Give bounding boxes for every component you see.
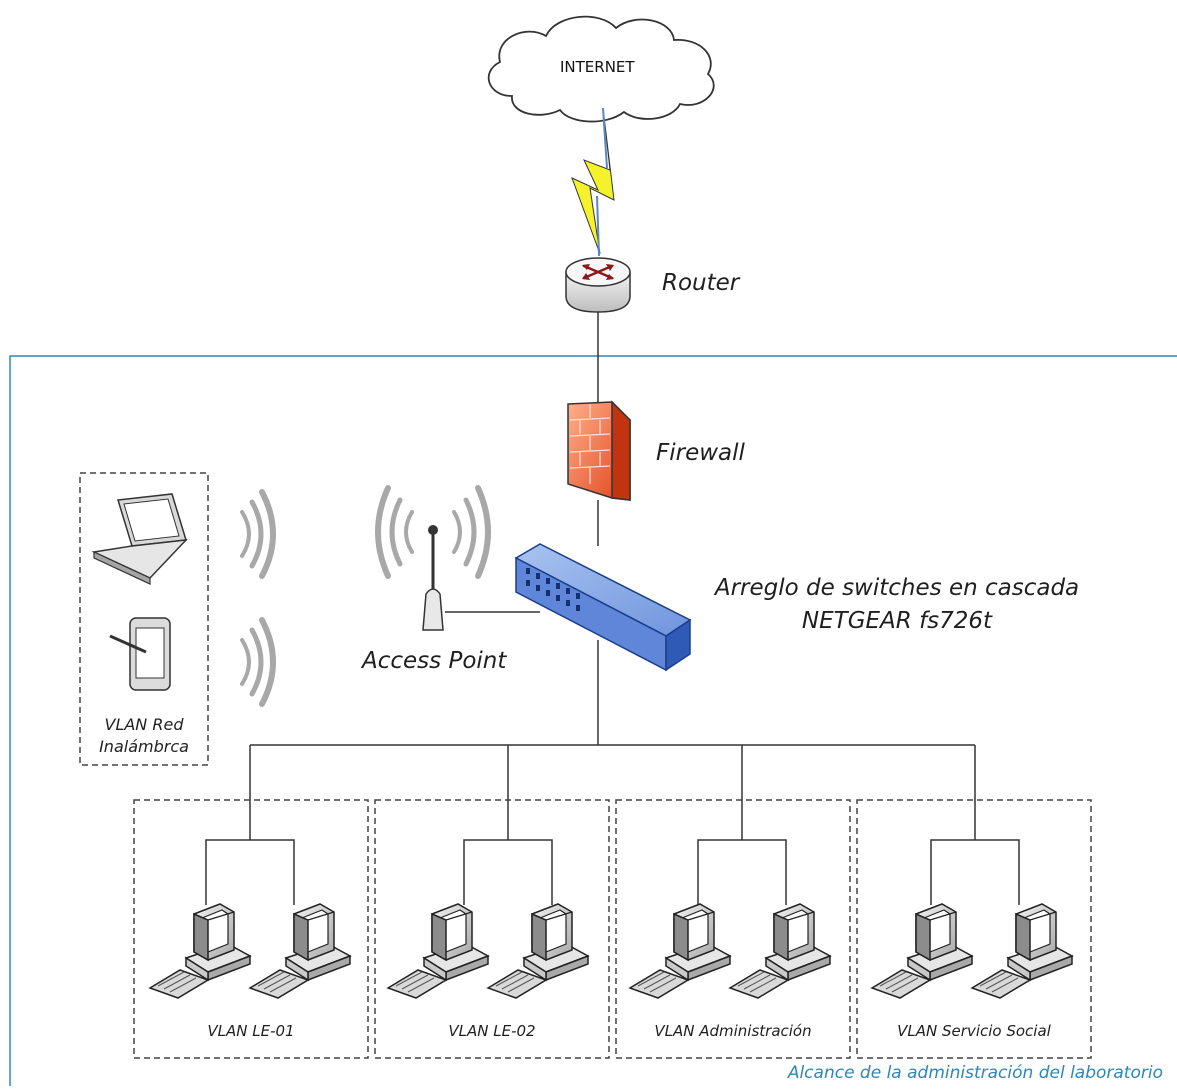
computer-icon <box>729 903 831 999</box>
vlan-box <box>856 799 1092 1059</box>
wifi-signal-icon <box>242 620 273 704</box>
computer-icon <box>387 903 489 999</box>
router-icon <box>565 257 631 313</box>
access-point-label: Access Point <box>362 648 507 674</box>
tablet-icon <box>109 617 171 691</box>
scope-label: Alcance de la administración del laborat… <box>787 1063 1163 1083</box>
lightning-icon <box>571 107 615 257</box>
firewall-icon <box>567 400 631 501</box>
wireless-vlan-box <box>79 472 209 766</box>
wireless-vlan-label-line1: VLAN Red <box>104 715 184 734</box>
connection-lines <box>249 312 976 800</box>
computer-icon <box>249 903 351 999</box>
wireless-vlan-label-line2: Inalámbrca <box>99 737 189 756</box>
vlan-box <box>615 799 851 1059</box>
vlan-box <box>374 799 610 1059</box>
firewall-label: Firewall <box>656 440 745 466</box>
computer-icon <box>149 903 251 999</box>
vlan-label: VLAN Administración <box>654 1022 812 1040</box>
vlan-label: VLAN Servicio Social <box>897 1022 1051 1040</box>
computer-icon <box>871 903 973 999</box>
switch-label-line2: NETGEAR fs726t <box>801 608 993 634</box>
router-label: Router <box>662 270 740 296</box>
switch-label-line1: Arreglo de switches en cascada <box>714 575 1080 601</box>
internet-label: INTERNET <box>560 58 635 76</box>
computer-icon <box>629 903 731 999</box>
vlan-box <box>133 799 369 1059</box>
switch-icon <box>514 543 692 672</box>
internet-cloud-icon <box>487 15 715 123</box>
wifi-signal-icon <box>242 492 273 576</box>
access-point-icon <box>375 485 491 631</box>
laptop-icon <box>91 493 188 585</box>
vlan-label: VLAN LE-02 <box>448 1022 536 1040</box>
scope-border <box>9 355 1177 1086</box>
computer-icon <box>487 903 589 999</box>
computer-icon <box>971 903 1073 999</box>
branch-lines <box>205 800 1020 905</box>
vlan-label: VLAN LE-01 <box>207 1022 295 1040</box>
